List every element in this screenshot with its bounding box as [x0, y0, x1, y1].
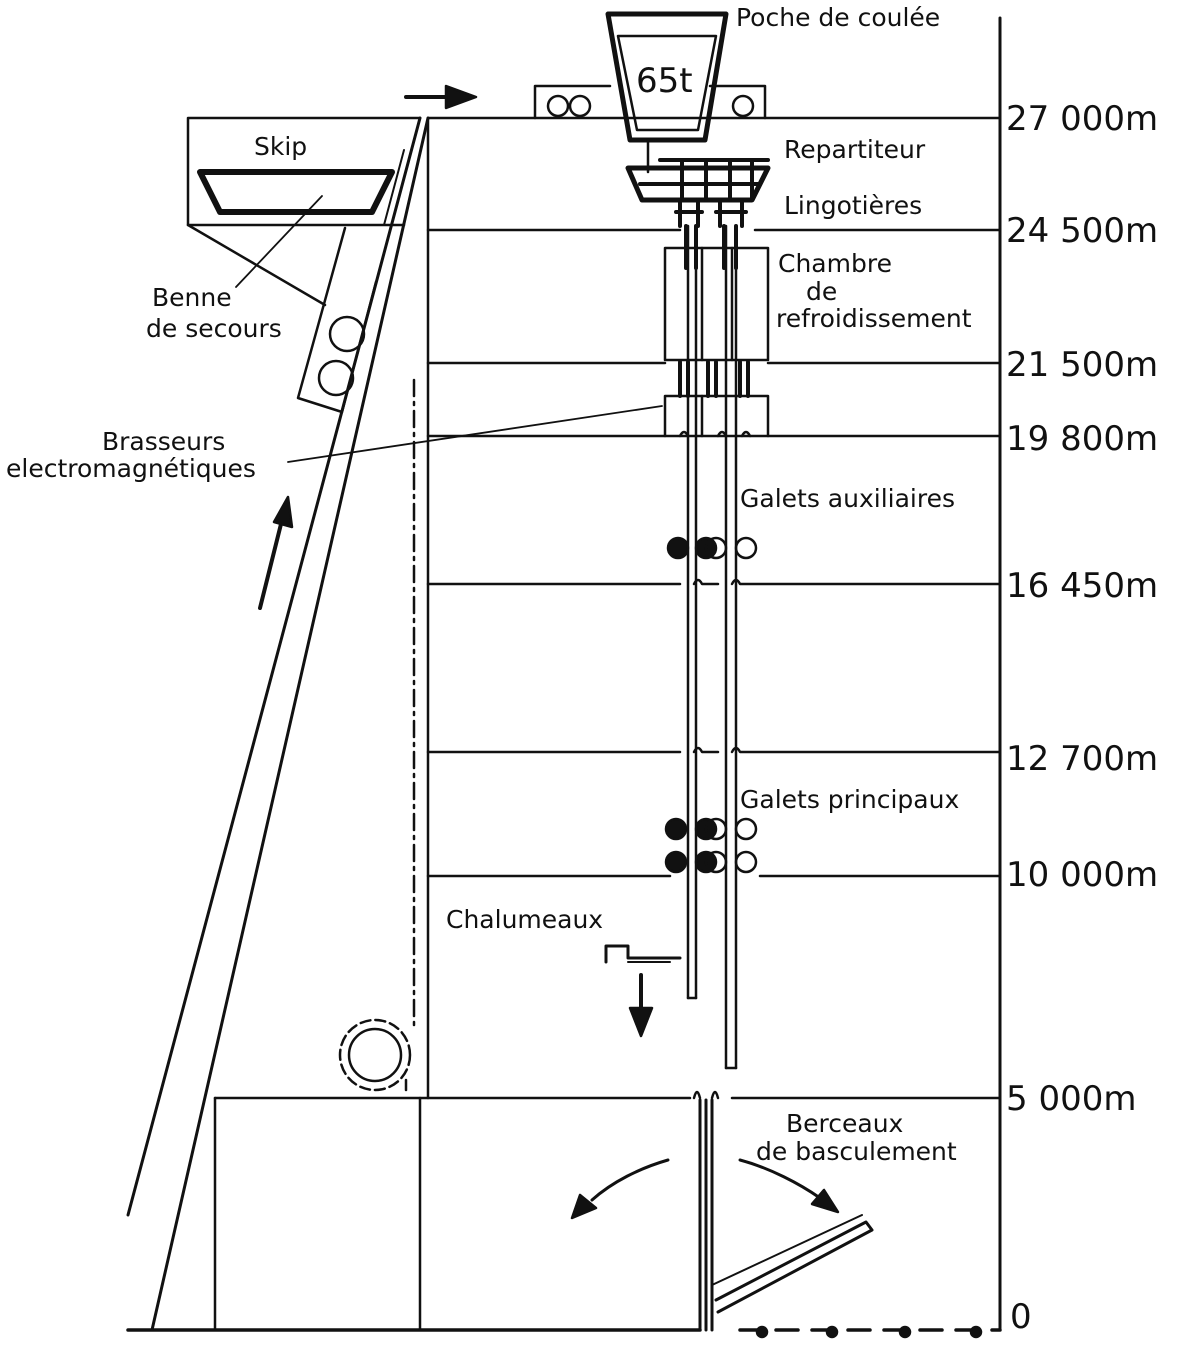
floor-line-5000 — [213, 1090, 1002, 1100]
level-label: 19 800m — [1006, 419, 1158, 459]
curved-arrow-right-icon — [738, 1158, 840, 1214]
molds-label: Lingotières — [784, 191, 922, 220]
ladle-capacity: 65t — [636, 61, 693, 101]
emergency-bucket-wheel — [328, 315, 366, 353]
leader-stirrers — [287, 405, 663, 463]
torches-label: Chalumeaux — [446, 905, 603, 934]
stirrers-label: Brasseurs — [102, 427, 225, 456]
torch — [604, 944, 682, 964]
track-wheel — [825, 1325, 839, 1339]
emergency-bucket-label: de secours — [146, 314, 282, 343]
level-label: 16 450m — [1006, 566, 1158, 606]
arrow-up-icon — [258, 495, 294, 610]
strands — [686, 224, 738, 1332]
level-label: 10 000m — [1006, 855, 1158, 895]
emergency-bucket-label: Benne — [152, 283, 232, 312]
level-label: 21 500m — [1006, 345, 1158, 385]
main-rollers — [664, 817, 758, 874]
level-label: 27 000m — [1006, 99, 1158, 139]
skip-bucket — [197, 169, 395, 215]
pulley-outer — [338, 1018, 412, 1092]
skip-label: Skip — [254, 132, 307, 161]
level-label: 0 — [1010, 1297, 1032, 1337]
leader-lines — [235, 195, 663, 463]
track-wheel — [755, 1325, 769, 1339]
arrow-right-icon — [404, 84, 478, 110]
leader-emergency-bucket — [235, 195, 323, 288]
tilt-cradles-label: Berceaux — [786, 1109, 903, 1138]
aux-rollers-label: Galets auxiliaires — [740, 484, 955, 513]
car-wheel — [568, 94, 592, 118]
ladle-label: Poche de coulée — [736, 3, 940, 32]
ladle-vessel — [605, 11, 729, 143]
level-label: 12 700m — [1006, 739, 1158, 779]
track-wheel — [898, 1325, 912, 1339]
pulley-wheel — [347, 1027, 403, 1083]
cooling-chamber — [663, 246, 770, 398]
strand-bottom — [698, 1098, 714, 1332]
incline-rail-inner — [150, 116, 430, 1332]
floor-line-16450 — [426, 578, 1002, 586]
level-label: 24 500m — [1006, 211, 1158, 251]
cooling-chamber-label: de — [806, 277, 837, 306]
car-wheel — [731, 94, 755, 118]
emergency-bucket-wheel — [317, 359, 355, 397]
cooling-chamber-label: Chambre — [778, 249, 892, 278]
ladle-car — [533, 84, 767, 120]
tilt-cradles-label: de basculement — [756, 1137, 957, 1166]
floor-line-12700 — [426, 746, 1002, 754]
ladle-assembly — [533, 11, 771, 270]
aux-rollers — [666, 536, 758, 560]
level-label: 5 000m — [1006, 1079, 1136, 1119]
main-rollers-label: Galets principaux — [740, 785, 959, 814]
floor-line-19800 — [426, 430, 1002, 438]
tundish-label: Repartiteur — [784, 135, 926, 164]
car-wheel — [546, 94, 570, 118]
stirrers-label: electromagnétiques — [6, 454, 256, 483]
molds — [674, 198, 748, 228]
track-wheel — [969, 1325, 983, 1339]
building-structure — [126, 116, 430, 1332]
curved-arrow-left-icon — [570, 1158, 670, 1220]
cooling-chamber-label: refroidissement — [776, 304, 972, 333]
arrow-down-icon — [628, 973, 654, 1038]
tilt-cradle — [711, 1214, 874, 1314]
em-stirrers — [663, 394, 770, 438]
